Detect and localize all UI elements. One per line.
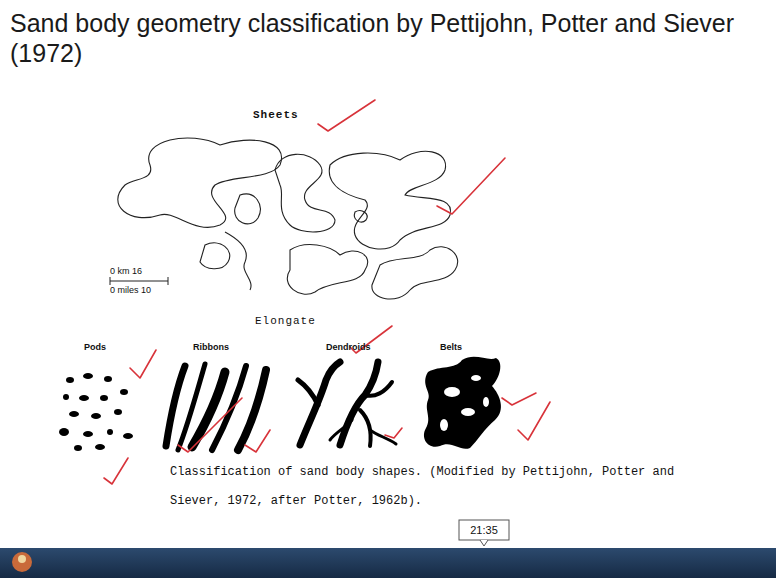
- sheet-outlines: [118, 138, 458, 299]
- check-marks: [104, 100, 550, 484]
- shape-label: Dendroids: [326, 342, 371, 352]
- dendroids-shapes: [298, 362, 396, 446]
- timestamp-pointer: [480, 540, 488, 546]
- pods-shapes: [59, 373, 133, 451]
- slide-title: Sand body geometry classification by Pet…: [10, 8, 765, 68]
- scale-label: 0 miles 10: [110, 285, 151, 295]
- belts-shape: [424, 357, 501, 449]
- scale-label: 0 km 16: [110, 266, 142, 276]
- group-label: Elongate: [255, 315, 316, 327]
- player-bar: [0, 548, 776, 578]
- logo-icon: [18, 555, 26, 563]
- timestamp: 21:35: [470, 524, 498, 536]
- shape-label: Ribbons: [193, 342, 229, 352]
- scale-bar: [110, 277, 168, 285]
- timestamp-box: [459, 520, 509, 540]
- shape-label: Belts: [440, 342, 462, 352]
- logo-icon: [12, 552, 32, 572]
- shape-label: Sheets: [253, 109, 299, 121]
- figure-caption: Classification of sand body shapes. (Mod…: [170, 458, 730, 516]
- ribbons-shapes: [166, 364, 266, 450]
- shape-label: Pods: [84, 342, 106, 352]
